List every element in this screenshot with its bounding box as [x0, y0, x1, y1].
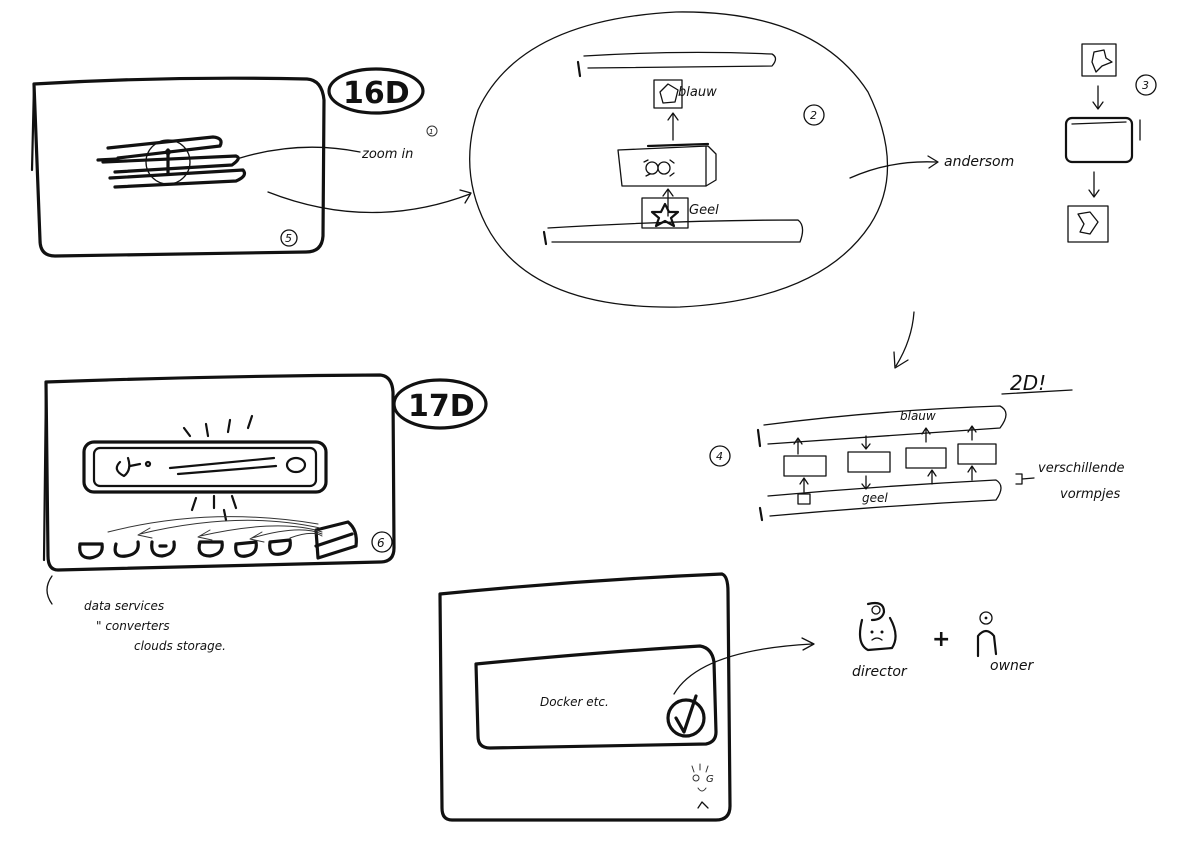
frame-16d-badge: 16D: [343, 76, 410, 111]
director-label: director: [852, 664, 908, 680]
circle-step: 2: [810, 109, 817, 122]
reverse-step: 3: [1142, 79, 1149, 92]
plus-sign: +: [932, 627, 950, 652]
shapes-note-line2: vormpjes: [1060, 487, 1121, 502]
two-d-bottom-label: geel: [862, 491, 888, 505]
zoom-step: 1: [429, 128, 433, 136]
zoomed-circle: blauw Geel 2 andersom: [469, 11, 1014, 308]
services-line2: " converters: [96, 619, 170, 633]
bottom-layer-label: Geel: [689, 203, 719, 218]
two-d-step: 4: [716, 450, 723, 463]
reverse-label: andersom: [944, 154, 1014, 170]
two-d-top-label: blauw: [900, 409, 936, 423]
owner-label: owner: [990, 658, 1035, 674]
services-line3: clouds storage.: [134, 639, 226, 653]
director-icon: [858, 601, 897, 652]
docker-label: Docker etc.: [540, 695, 609, 709]
frame-17d: 17D 6 data services " converters clouds …: [42, 373, 488, 653]
checkmark-icon: [666, 694, 706, 738]
frame-17d-step: 6: [377, 536, 385, 550]
top-layer-label: blauw: [678, 85, 717, 100]
docker-frame: Docker etc. G: [438, 572, 815, 822]
person-icon: [976, 611, 998, 658]
frame-17d-badge: 17D: [408, 389, 475, 424]
two-d-title: 2D!: [1010, 371, 1046, 395]
gear-icon: [643, 159, 675, 177]
roles: director + owner: [852, 601, 1035, 680]
face-icon: G: [691, 763, 714, 809]
services-line1: data services: [84, 599, 164, 613]
star-icon: [650, 202, 680, 228]
frame-16d-step: 5: [285, 232, 292, 245]
reverse-flow: 3: [1064, 43, 1157, 243]
shapes-note-line1: verschillende: [1038, 461, 1125, 476]
face-letter: G: [706, 774, 714, 785]
two-d-view: 2D! 4 blauw geel verschillende vormpjes: [709, 371, 1125, 522]
frame-16d: 16D 5 zoom in 1: [30, 67, 472, 258]
zoom-label: zoom in: [361, 147, 413, 162]
